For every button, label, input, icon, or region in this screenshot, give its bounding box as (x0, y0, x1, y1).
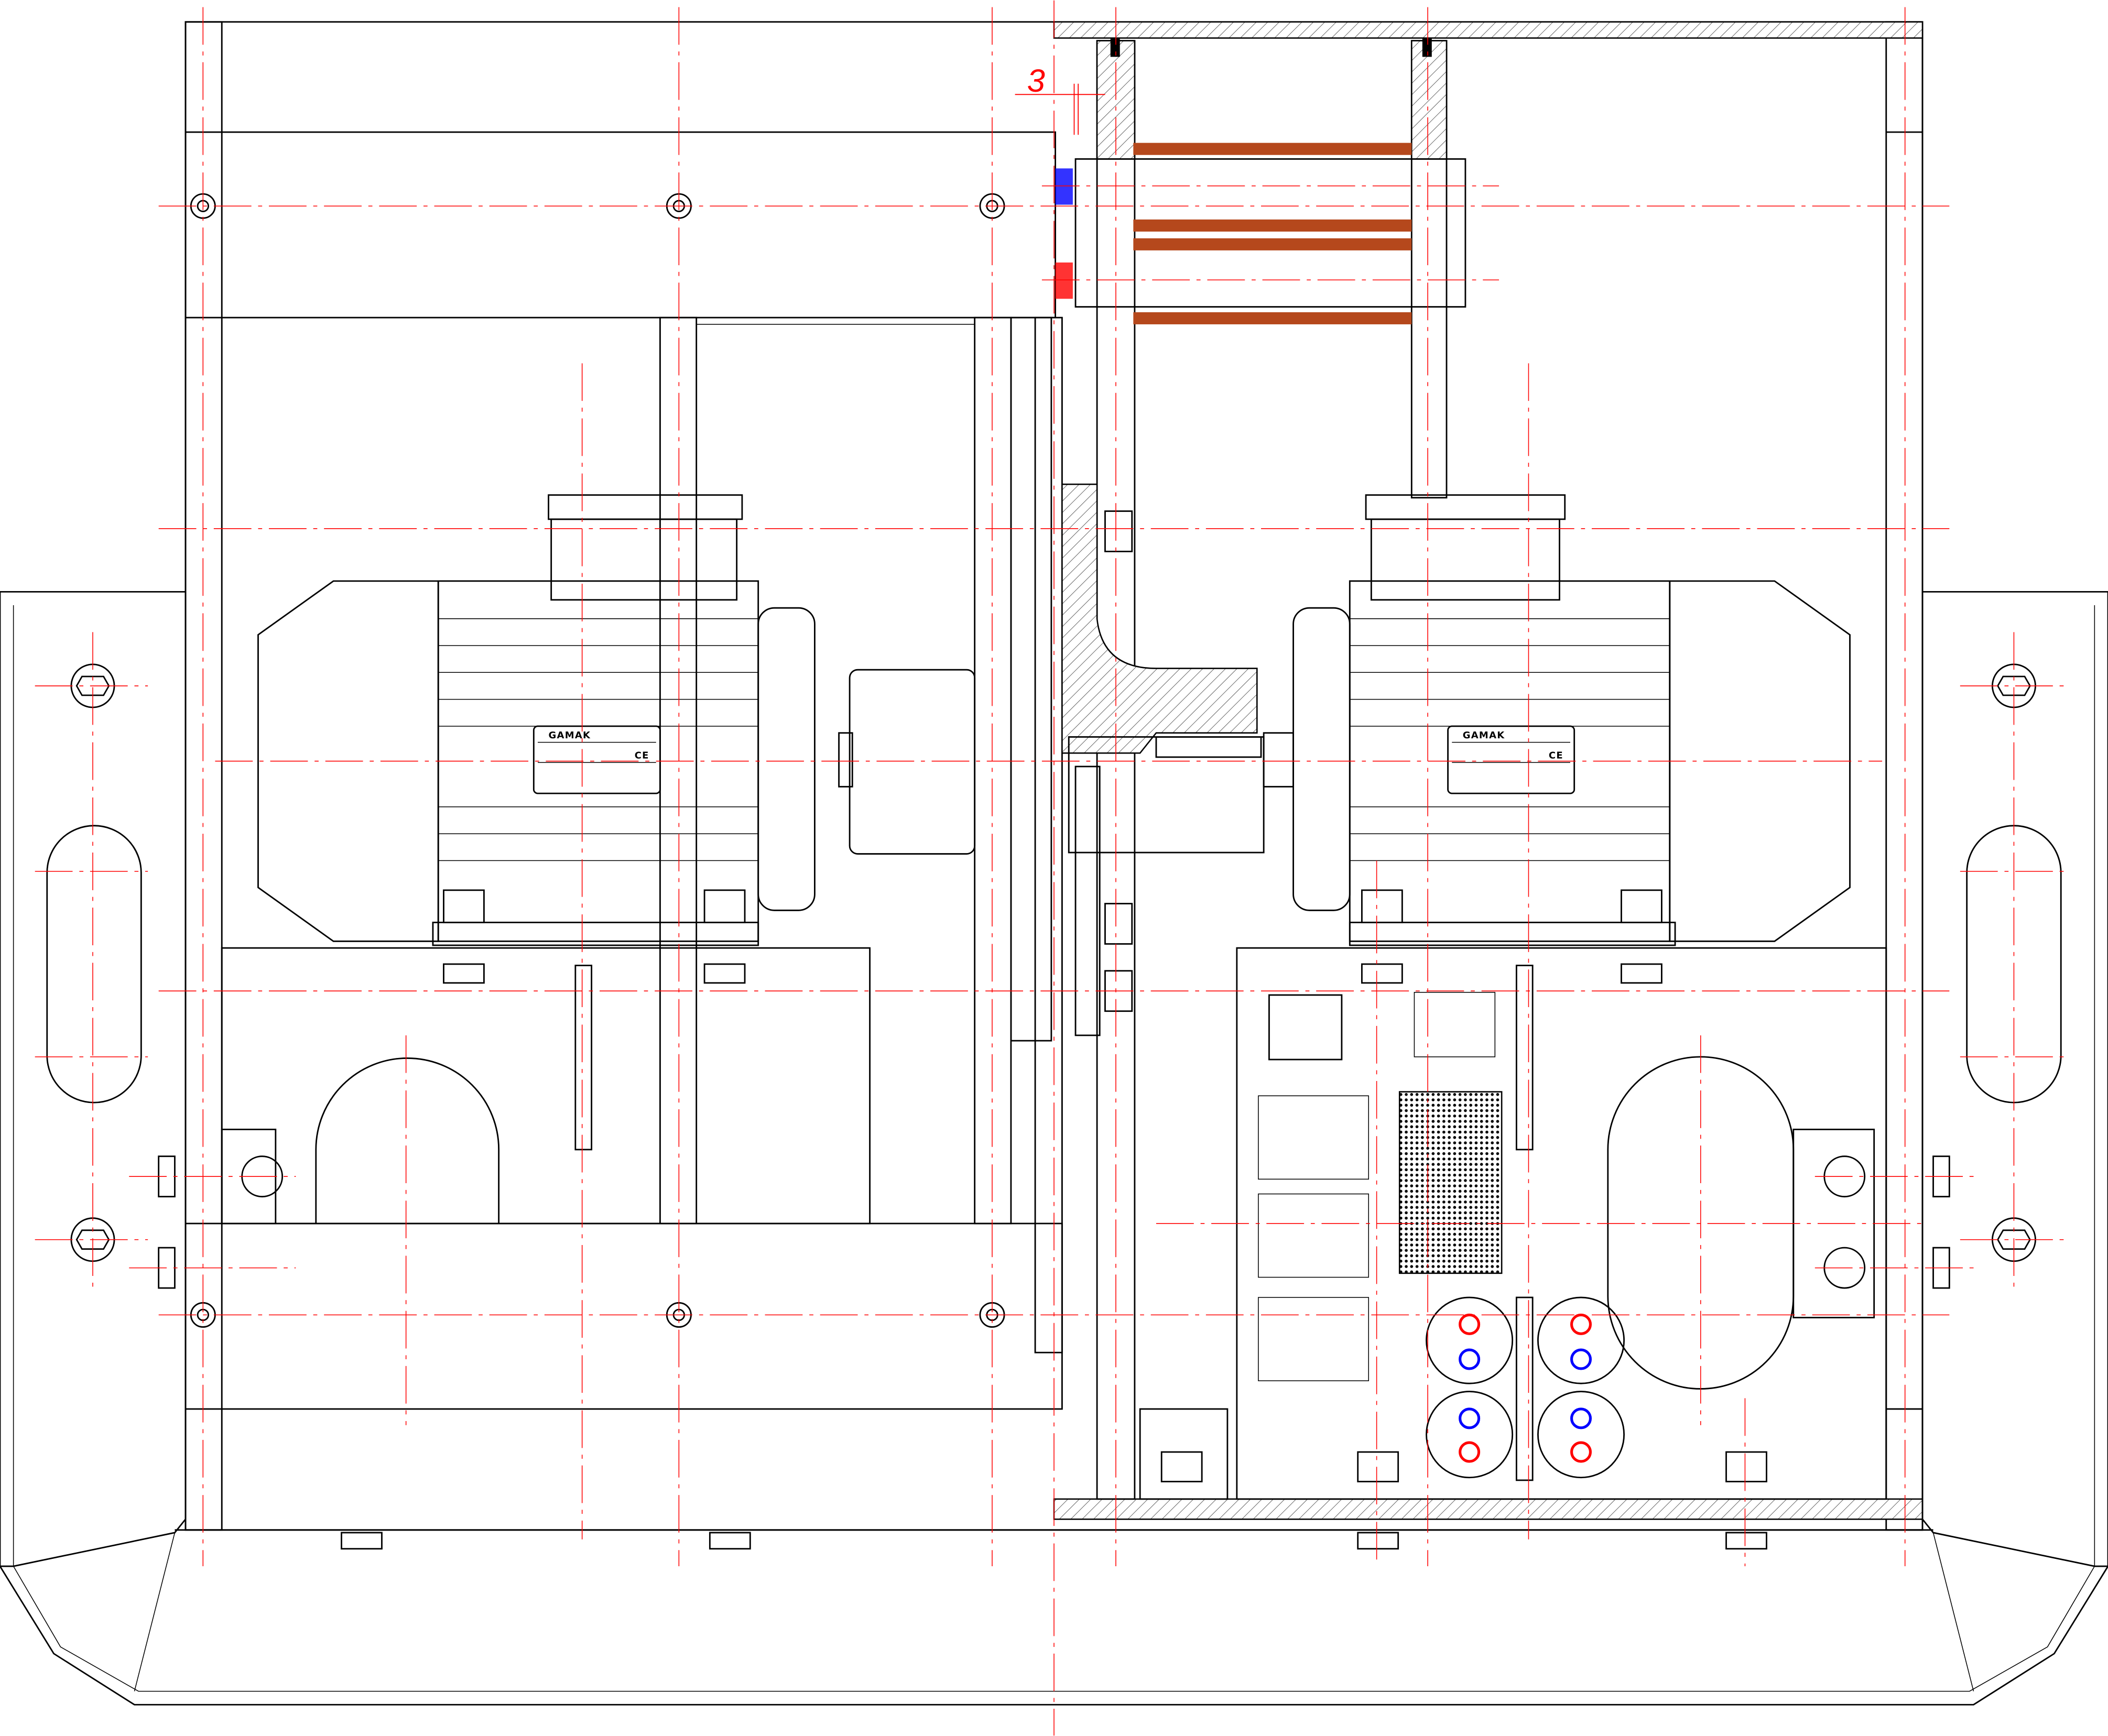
dimension-label: 3 (1027, 63, 1045, 99)
terminal-connector (1426, 1391, 1514, 1479)
nut-icon (443, 963, 485, 984)
left-motor: GAMAK CE (257, 494, 976, 946)
motor-nameplate: GAMAK CE (533, 725, 661, 794)
bolts (70, 193, 2036, 1550)
top-cross-beam (184, 131, 1056, 948)
dimension-gap: 3 (1015, 63, 1105, 135)
nut-icon (1621, 963, 1663, 984)
nut-icon (709, 1532, 751, 1550)
center-bracket (1061, 483, 1265, 1500)
copper-bar (1133, 143, 1412, 155)
bottom-cross-beam (184, 1222, 1063, 1410)
nut-icon (1357, 1532, 1399, 1550)
solid-state-relay (1258, 1193, 1369, 1278)
relay-board (1414, 991, 1496, 1057)
cooling-fins (1350, 618, 1670, 861)
copper-bar (1133, 312, 1412, 324)
electrical-cabinet (1236, 947, 1887, 1500)
terminal-connector (1537, 1391, 1625, 1479)
nut-icon (1725, 1451, 1767, 1482)
nut-icon (443, 889, 485, 923)
nut-icon (1725, 1532, 1767, 1550)
terminal-connector (1426, 1296, 1514, 1384)
blue-marker (1055, 168, 1073, 205)
nut-icon (1357, 1451, 1399, 1482)
red-marker (1055, 262, 1073, 299)
nut-icon (1621, 889, 1663, 923)
right-motor: GAMAK CE (1263, 494, 1851, 946)
left-motor-base (221, 947, 871, 1225)
copper-bar (1133, 219, 1412, 232)
motor-nameplate: GAMAK CE (1447, 725, 1575, 794)
centerlines (35, 0, 2071, 1736)
nameplate-ce-mark: CE (635, 750, 649, 761)
nut-icon (1361, 963, 1403, 984)
solid-state-relay (1258, 1095, 1369, 1180)
copper-bar (1133, 238, 1412, 250)
nut-icon (1160, 1451, 1203, 1482)
solid-state-relay (1258, 1297, 1369, 1381)
controller-board (1268, 994, 1343, 1061)
nameplate-ce-mark: CE (1549, 750, 1563, 761)
nameplate-brand: GAMAK (1463, 730, 1505, 741)
nameplate-brand: GAMAK (549, 730, 591, 741)
nut-icon (703, 963, 746, 984)
nut-icon (703, 889, 746, 923)
terminal-connector (1537, 1296, 1625, 1384)
cooling-fins (438, 618, 758, 861)
power-supply (1398, 1091, 1503, 1274)
nut-icon (341, 1532, 383, 1550)
nut-icon (1361, 889, 1403, 923)
nut-icon (1104, 903, 1133, 945)
clamp-assembly (1055, 38, 1466, 324)
left-slot (46, 825, 142, 1104)
nut-icon (1104, 510, 1133, 552)
